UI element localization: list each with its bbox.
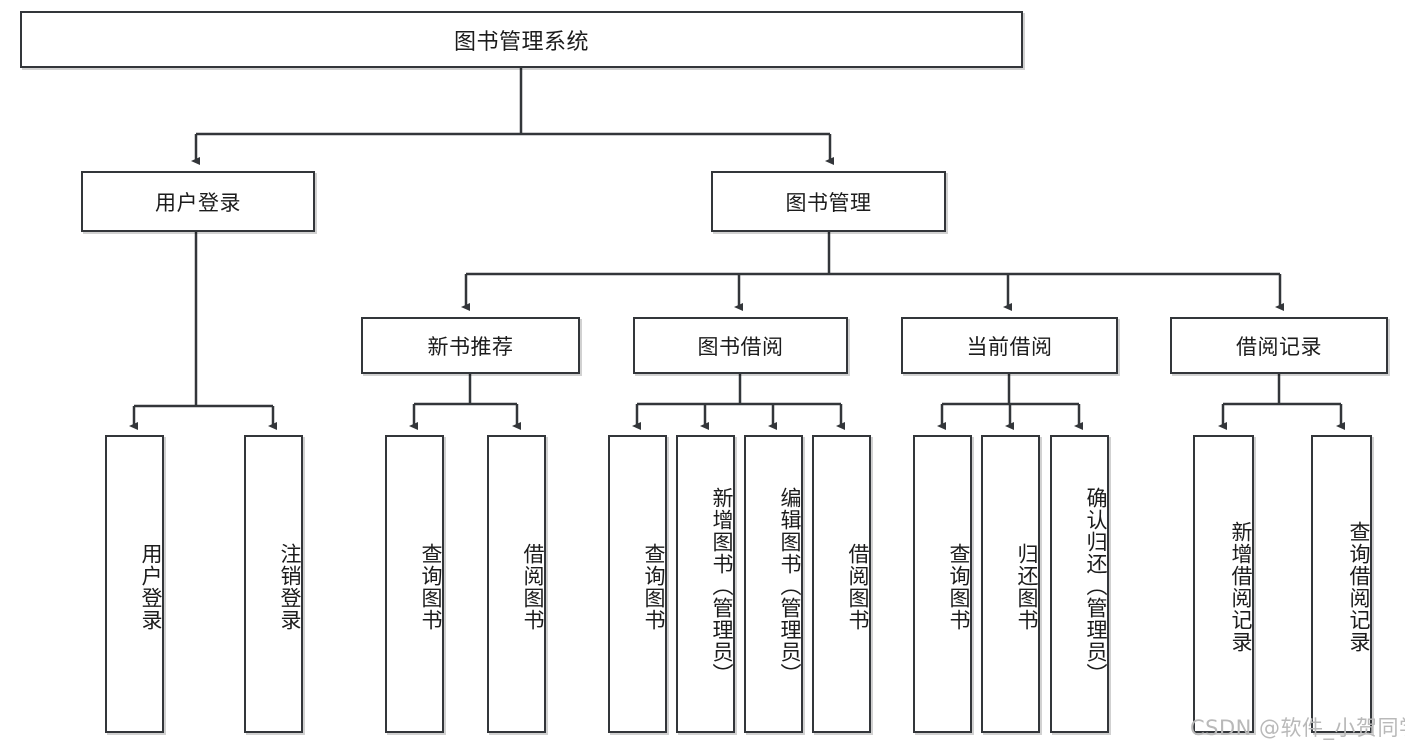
- node-root-system[interactable]: 图书管理系统: [20, 11, 1023, 68]
- leaf-node-query-book-current[interactable]: 查询图书: [913, 435, 972, 733]
- leaf-node-logout[interactable]: 注销登录: [244, 435, 303, 733]
- leaf-node-user-login[interactable]: 用户登录: [105, 435, 164, 733]
- leaf-node-edit-book-admin[interactable]: 编辑图书（管理员）: [744, 435, 803, 733]
- node-user-login[interactable]: 用户登录: [81, 171, 315, 232]
- leaf-node-borrow-book[interactable]: 借阅图书: [812, 435, 871, 733]
- leaf-node-borrow-book-recommend[interactable]: 借阅图书: [487, 435, 546, 733]
- node-borrow-record[interactable]: 借阅记录: [1170, 317, 1388, 374]
- csdn-watermark: CSDN @软件_小贺同学: [1190, 716, 1405, 740]
- node-current-borrow[interactable]: 当前借阅: [901, 317, 1118, 374]
- leaf-node-return-book[interactable]: 归还图书: [981, 435, 1040, 733]
- node-book-borrow[interactable]: 图书借阅: [633, 317, 848, 374]
- leaf-node-add-book-admin[interactable]: 新增图书（管理员）: [676, 435, 735, 733]
- leaf-node-query-book-recommend[interactable]: 查询图书: [385, 435, 444, 733]
- leaf-node-confirm-return-admin[interactable]: 确认归还（管理员）: [1050, 435, 1109, 733]
- node-new-book-recommend[interactable]: 新书推荐: [361, 317, 580, 374]
- node-book-management[interactable]: 图书管理: [711, 171, 946, 232]
- leaf-node-query-book-borrow[interactable]: 查询图书: [608, 435, 667, 733]
- leaf-node-add-borrow-record[interactable]: 新增借阅记录: [1193, 435, 1254, 733]
- leaf-node-query-borrow-record[interactable]: 查询借阅记录: [1311, 435, 1372, 733]
